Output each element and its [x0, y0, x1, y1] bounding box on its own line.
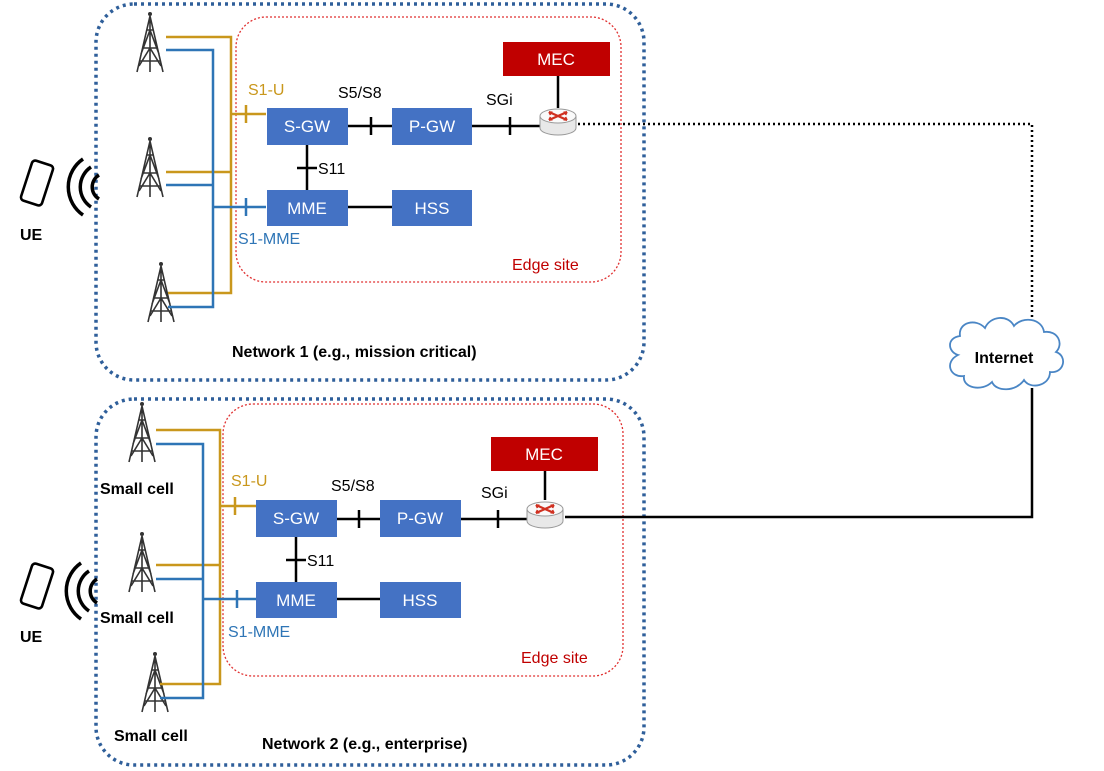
s11-label: S11 [318, 161, 345, 178]
s1mme-label: S1-MME [238, 231, 300, 248]
svg-text:MEC: MEC [537, 50, 575, 69]
mme-node: MME [267, 190, 348, 226]
internet-label: Internet [975, 350, 1034, 367]
small-cell-label: Small cell [100, 481, 174, 498]
s1u-label: S1-U [248, 82, 284, 99]
interface-ticks-1 [244, 105, 512, 216]
s1mme-label: S1-MME [228, 624, 290, 641]
internet-link-1 [578, 122, 1034, 340]
network-1: S-GW P-GW MME HSS MEC S1-U S5/S8 SGi S11… [18, 2, 1034, 382]
cell-tower-icon [128, 401, 156, 463]
s1mme-links-1 [166, 48, 266, 309]
s1u-links-1 [166, 35, 266, 295]
ue-label: UE [20, 629, 43, 646]
svg-text:MME: MME [276, 591, 316, 610]
svg-text:S-GW: S-GW [284, 117, 330, 136]
svg-text:P-GW: P-GW [409, 117, 455, 136]
svg-text:P-GW: P-GW [397, 509, 443, 528]
pgw-node: P-GW [392, 108, 472, 145]
edge-site-label: Edge site [521, 650, 588, 667]
svg-text:S-GW: S-GW [273, 509, 319, 528]
s5s8-label: S5/S8 [331, 478, 375, 495]
small-cell-label: Small cell [100, 610, 174, 627]
cloud-icon: Internet [949, 317, 1064, 391]
cell-tower-icon [128, 531, 156, 593]
ue-label: UE [20, 227, 43, 244]
edge-site-label: Edge site [512, 257, 579, 274]
sgi-label: SGi [481, 485, 508, 502]
hss-node: HSS [380, 582, 461, 618]
mec-node: MEC [491, 437, 598, 471]
edge-site-2-boundary [222, 403, 624, 677]
hss-node: HSS [392, 190, 472, 226]
router-icon [538, 107, 578, 137]
svg-text:MME: MME [287, 199, 327, 218]
internet-link-2 [565, 388, 1034, 519]
sgw-node: S-GW [267, 108, 348, 145]
mec-node: MEC [503, 42, 610, 76]
s1u-links-2 [156, 428, 256, 686]
smartphone-icon [18, 158, 56, 208]
network-1-title: Network 1 (e.g., mission critical) [232, 344, 477, 361]
cell-tower-icon [136, 11, 164, 73]
svg-text:HSS: HSS [415, 199, 450, 218]
network-2-title: Network 2 (e.g., enterprise) [262, 736, 467, 753]
smartphone-icon [18, 561, 56, 611]
small-cell-label: Small cell [114, 728, 188, 745]
network-2: Small cell Small cell Small cell [18, 388, 1034, 767]
mme-node: MME [256, 582, 337, 618]
s11-label: S11 [307, 553, 334, 570]
interface-ticks-2 [233, 497, 500, 608]
s1mme-links-2 [156, 442, 256, 700]
network-1-boundary [94, 2, 646, 382]
sgi-label: SGi [486, 92, 513, 109]
svg-text:HSS: HSS [403, 591, 438, 610]
s5s8-label: S5/S8 [338, 85, 382, 102]
s1u-label: S1-U [231, 473, 267, 490]
cell-tower-icon [141, 651, 169, 713]
sgw-node: S-GW [256, 500, 337, 537]
cell-tower-icon [136, 136, 164, 198]
router-icon [525, 500, 565, 530]
pgw-node: P-GW [380, 500, 461, 537]
wireless-signal-icon [64, 561, 99, 621]
svg-text:MEC: MEC [525, 445, 563, 464]
